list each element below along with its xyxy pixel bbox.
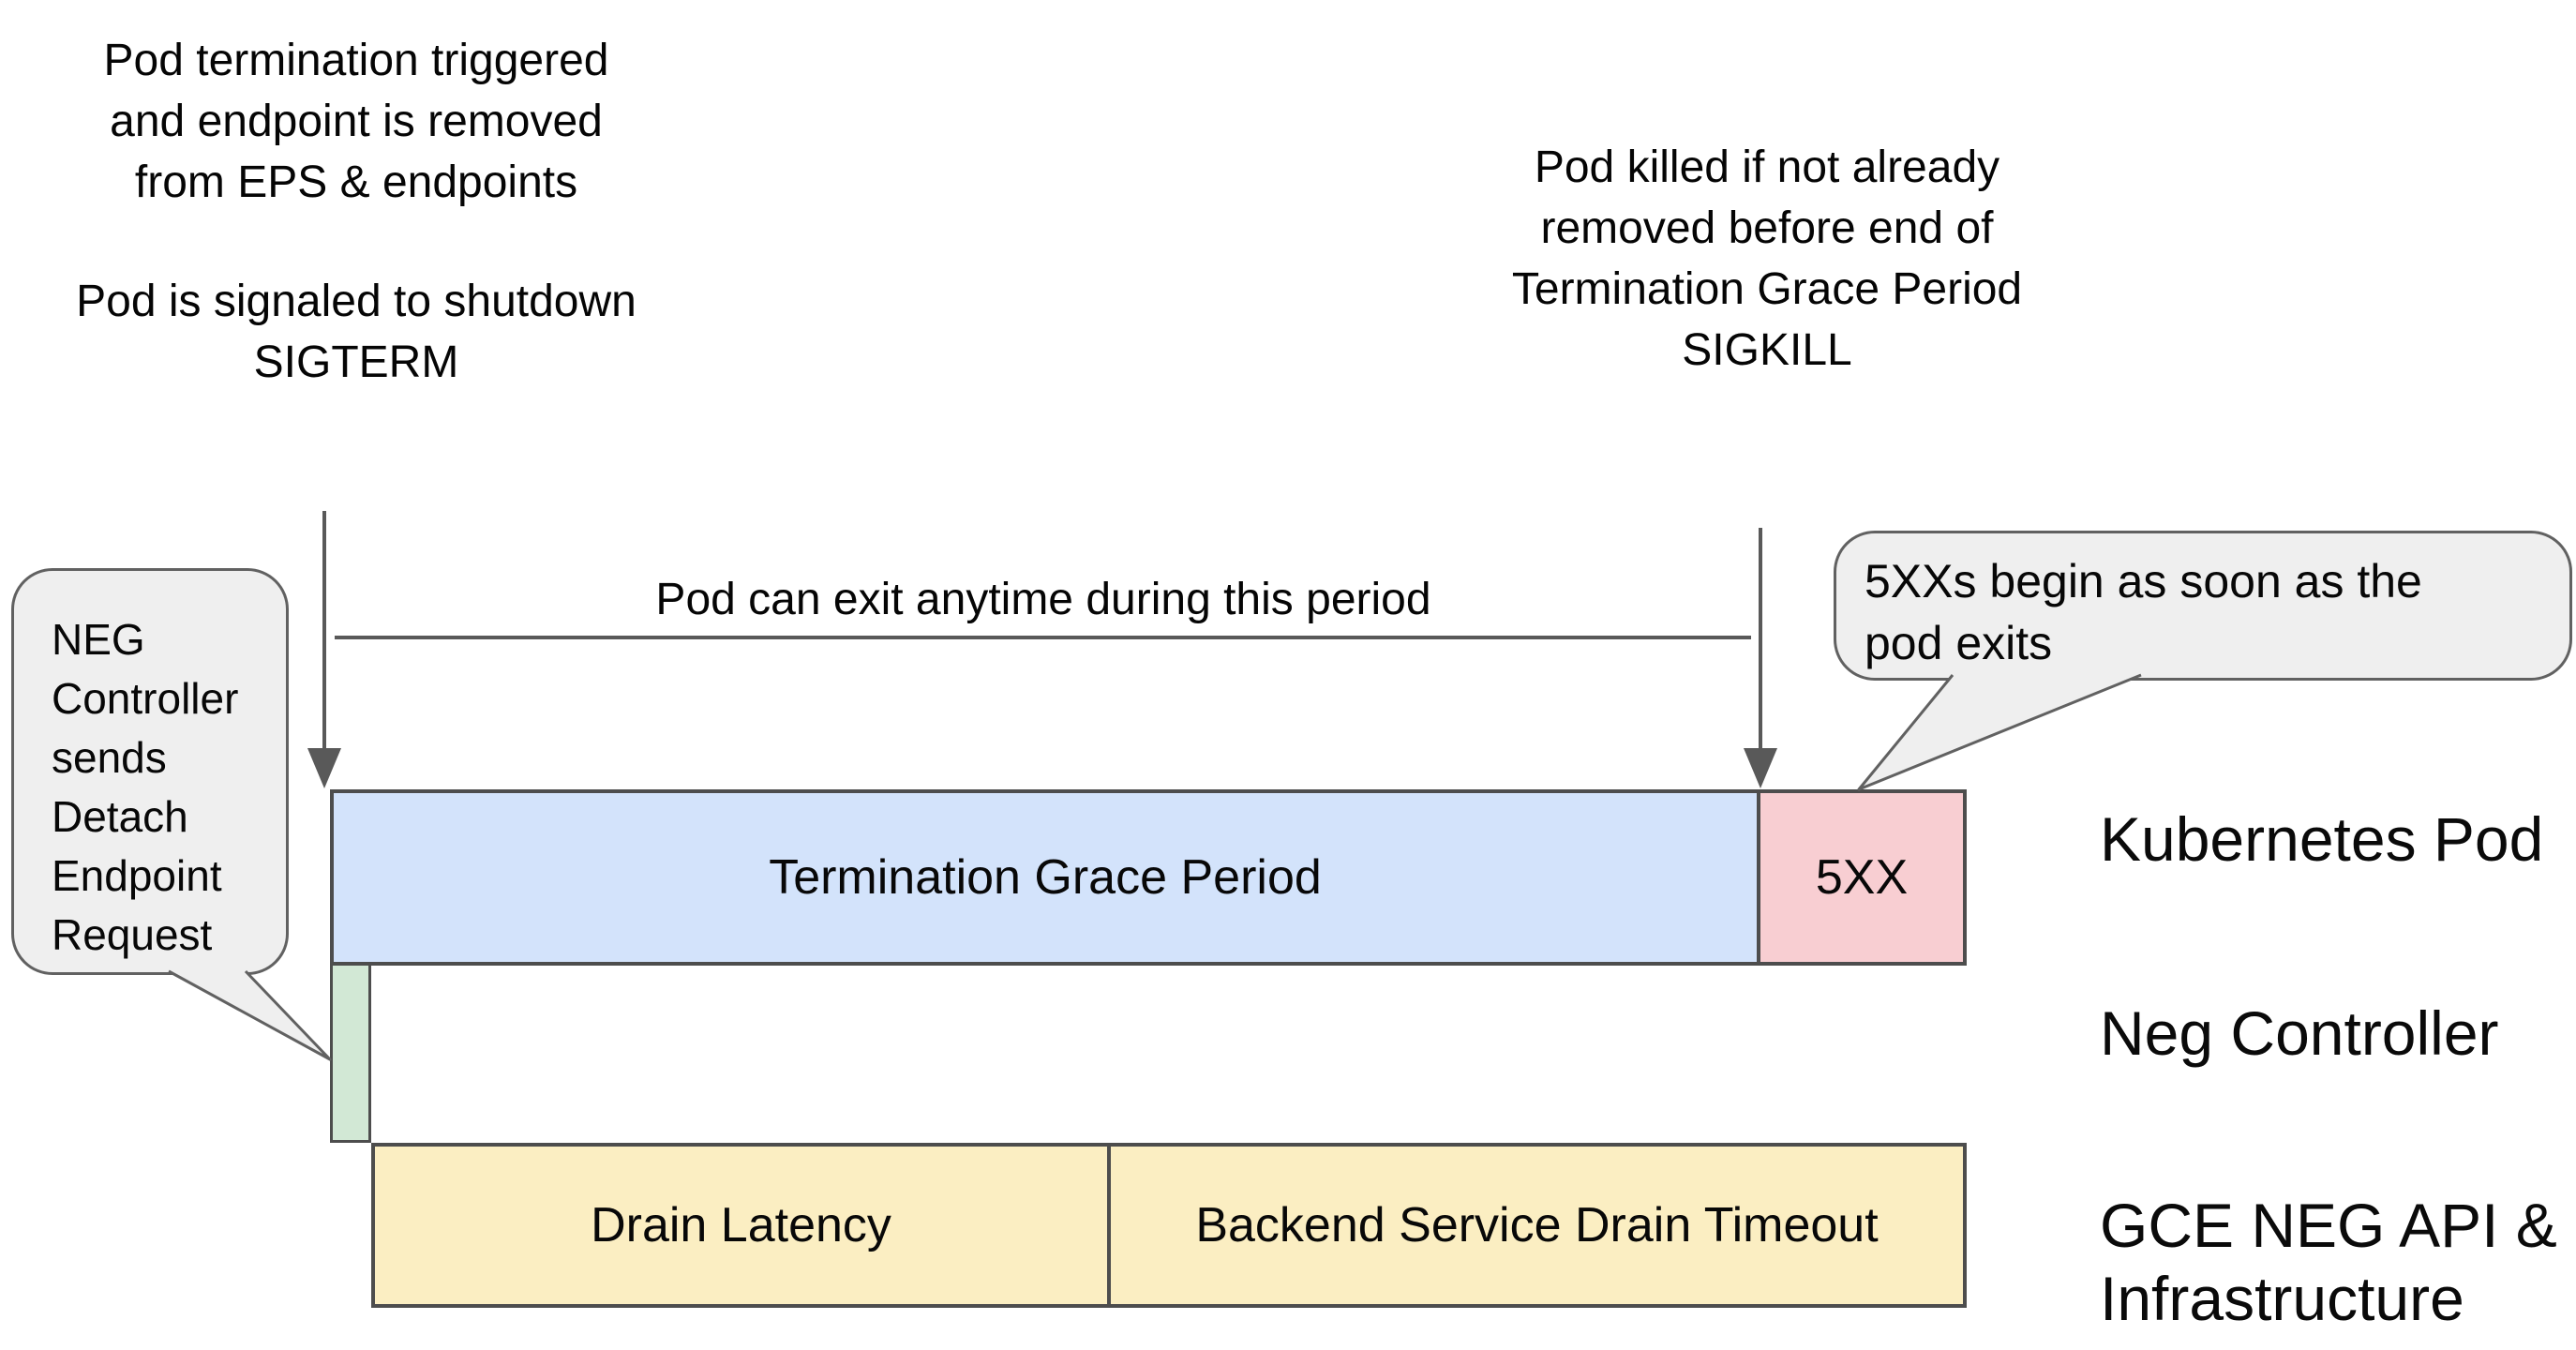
callout-errors-begin: 5XXs begin as soon as the pod exits [1834, 531, 2572, 681]
grace-period-bar: Termination Grace Period [330, 789, 1760, 966]
callout-line: pod exits [1865, 617, 2053, 669]
callout-neg-controller-text: NEG Controller sends Detach Endpoint Req… [14, 571, 286, 965]
detach-request-bar [330, 963, 371, 1143]
drain-latency-bar: Drain Latency [371, 1143, 1111, 1308]
row-label-kubernetes-pod: Kubernetes Pod [2100, 804, 2544, 874]
row-label-line: Infrastructure [2100, 1264, 2464, 1333]
note-line: from EPS & endpoints [134, 158, 578, 207]
note-line: Pod killed if not already [1534, 142, 2000, 192]
callout-line: 5XXs begin as soon as the [1865, 555, 2422, 608]
callout-errors-begin-text: 5XXs begin as soon as the pod exits [1836, 533, 2569, 674]
drain-timeout-bar-label: Backend Service Drain Timeout [1195, 1198, 1879, 1252]
sigterm-arrow [307, 511, 341, 788]
note-line: Pod is signaled to shutdown [76, 277, 637, 326]
callout-line: Detach [52, 792, 188, 841]
note-pod-termination: Pod termination triggered and endpoint i… [37, 30, 675, 393]
errors-5xx-bar: 5XX [1757, 789, 1967, 966]
row-label-neg-controller: Neg Controller [2100, 998, 2499, 1068]
note-pod-signaled: Pod is signaled to shutdown SIGTERM [37, 271, 675, 393]
callout-line: sends [52, 733, 167, 782]
note-line: removed before end of [1540, 203, 1994, 253]
right-callout-tail [1857, 673, 2142, 791]
grace-period-bar-label: Termination Grace Period [769, 850, 1322, 905]
note-line: Termination Grace Period [1511, 264, 2023, 314]
errors-5xx-bar-label: 5XX [1815, 850, 1909, 905]
drain-latency-bar-label: Drain Latency [591, 1198, 891, 1252]
left-callout-tail [168, 969, 332, 1061]
note-line: and endpoint is removed [110, 97, 603, 146]
callout-line: Endpoint [52, 851, 222, 900]
sigkill-arrow [1744, 528, 1777, 788]
callout-line: NEG [52, 615, 145, 664]
row-label-line: GCE NEG API & [2100, 1191, 2557, 1260]
callout-line: Controller [52, 674, 239, 723]
drain-timeout-bar: Backend Service Drain Timeout [1107, 1143, 1967, 1308]
exit-window-label: Pod can exit anytime during this period [655, 575, 1431, 624]
callout-neg-controller: NEG Controller sends Detach Endpoint Req… [11, 568, 289, 975]
note-line: SIGKILL [1682, 325, 1852, 375]
row-label-gce-neg-api: GCE NEG API & Infrastructure [2100, 1189, 2557, 1335]
note-line: Pod termination triggered [103, 36, 609, 85]
note-pod-killed: Pod killed if not already removed before… [1369, 137, 2165, 381]
callout-line: Request [52, 910, 213, 959]
note-line: SIGTERM [253, 338, 459, 387]
